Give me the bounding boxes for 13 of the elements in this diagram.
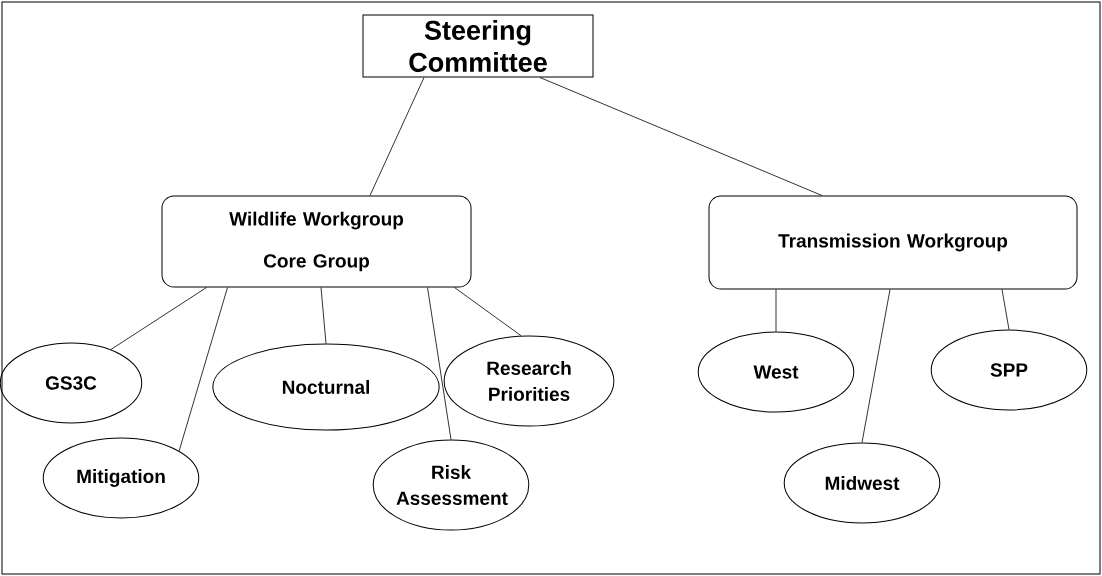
connector-line [110, 287, 207, 350]
connector-line [320, 287, 327, 344]
connector-line [539, 77, 823, 196]
connector-line [369, 77, 425, 196]
workgroup-box: Transmission Workgroup [708, 195, 1078, 290]
connector-line [454, 287, 522, 337]
connector-line [427, 287, 452, 440]
connector-line [1001, 289, 1010, 330]
connector-line [775, 289, 777, 332]
workgroup-box: Wildlife Workgroup Core Group [161, 195, 472, 288]
connector-line [861, 289, 891, 443]
committee-box: Steering Committee [362, 14, 594, 78]
connector-line [178, 287, 228, 452]
